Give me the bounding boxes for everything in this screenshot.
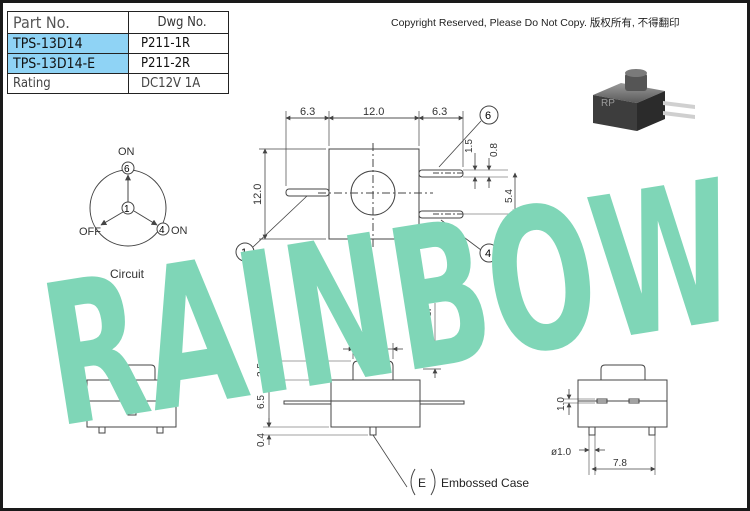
dim-diameter-55: ø5.5 [359, 332, 381, 344]
circuit-pin-6: 6 [124, 164, 130, 175]
product-photo: RP [593, 69, 695, 131]
table-row: Rating DC12V 1A [7, 73, 229, 94]
part-no-cell: TPS-13D14 [7, 33, 129, 54]
dim-54: 5.4 [504, 189, 515, 203]
copyright-notice: Copyright Reserved, Please Do Not Copy. … [391, 17, 680, 29]
circuit-on-right: ON [171, 225, 188, 237]
part-no-cell: TPS-13D14-E [7, 53, 129, 74]
rainbow-watermark: RAINBOW [29, 138, 750, 472]
dim-left-63: 6.3 [300, 106, 315, 118]
dwg-no-cell: P211-1R [128, 33, 229, 54]
callout-4: 4 [485, 248, 491, 260]
dim-right-63: 6.3 [432, 106, 447, 118]
left-side-view [86, 364, 177, 434]
rating-value: DC12V 1A [128, 73, 229, 94]
photo-mark: RP [601, 98, 615, 109]
dim-04: 0.4 [256, 433, 267, 447]
rating-label: Rating [7, 73, 129, 94]
circuit-off: OFF [79, 226, 101, 238]
embossed-label: Embossed Case [441, 476, 529, 490]
circuit-pin-1: 1 [124, 204, 130, 215]
right-side-view [563, 364, 668, 475]
dim-mid-120: 12.0 [363, 106, 384, 118]
parts-table: Part No. Dwg No. TPS-13D14 P211-1R TPS-1… [7, 11, 229, 94]
top-view [235, 105, 518, 263]
table-row: TPS-13D14-E P211-2R [7, 53, 229, 74]
table-row: TPS-13D14 P211-1R [7, 33, 229, 54]
dim-08: 0.8 [489, 143, 500, 157]
circuit-on-top: ON [118, 146, 135, 158]
dim-65: 6.5 [256, 395, 267, 409]
dim-travel: 1.5 Travel [422, 309, 434, 357]
callout-1: 1 [241, 247, 247, 259]
circuit-diagram [89, 161, 170, 247]
front-view [263, 303, 465, 496]
drawing-canvas: RP 1 6 4 ON OFF ON Circuit [29, 69, 750, 496]
callout-6: 6 [485, 110, 491, 122]
embossed-marker: E [418, 476, 426, 490]
dim-side-dia10: ø1.0 [551, 447, 571, 458]
circuit-pin-4: 4 [159, 225, 165, 236]
circuit-label: Circuit [110, 267, 145, 281]
dim-side-78: 7.8 [613, 458, 627, 469]
dwg-no-cell: P211-2R [128, 53, 229, 74]
dim-25: 2.5 [256, 363, 267, 377]
parts-table-header: Part No. Dwg No. [7, 11, 229, 34]
dim-side-10: 1.0 [556, 397, 567, 411]
header-part-no: Part No. [7, 11, 129, 34]
dim-15: 1.5 [464, 139, 475, 153]
header-dwg-no: Dwg No. [128, 11, 229, 34]
dim-height-120: 12.0 [252, 184, 264, 205]
